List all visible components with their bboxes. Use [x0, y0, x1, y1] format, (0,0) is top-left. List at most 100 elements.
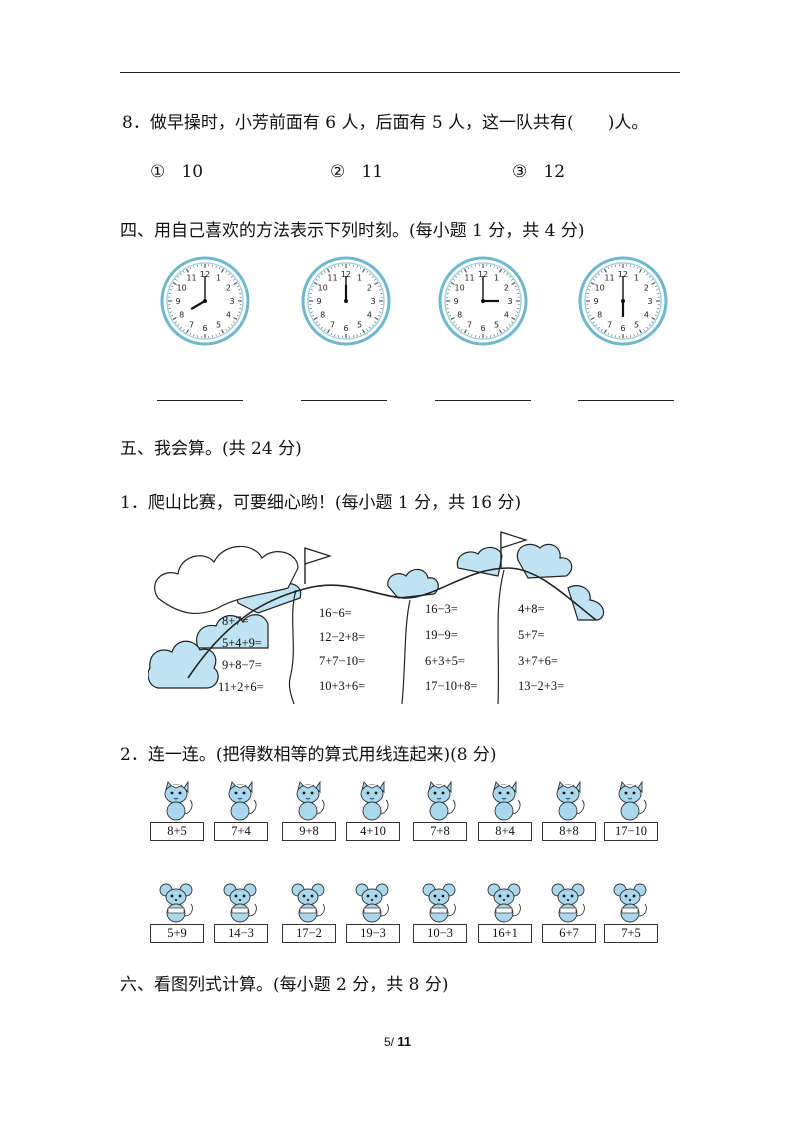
clock-tick: [220, 268, 225, 273]
clock-tick: [496, 332, 499, 335]
clock-tick: [633, 265, 635, 268]
clock-tick: [172, 281, 177, 286]
equation-c2-r3: 7+7−10=: [319, 654, 366, 668]
top-expression-card[interactable]: 4+10: [346, 822, 400, 841]
clock-tick: [511, 316, 516, 321]
equation-c2-r2: 12−2+8=: [319, 630, 366, 644]
clock-number: 4: [644, 311, 649, 320]
answer-blank-4[interactable]: [578, 400, 674, 401]
top-expression-card[interactable]: 7+8: [413, 822, 467, 841]
clock-number: 4: [367, 311, 372, 320]
clock-tick: [183, 270, 185, 273]
top-expression-card[interactable]: 7+4: [214, 822, 268, 841]
equation-c4-r4: 13−2+3=: [518, 679, 565, 693]
mountain-illustration: [147, 528, 610, 712]
option-1[interactable]: ① 10: [150, 162, 203, 182]
clock-tick: [511, 321, 514, 323]
clock-number: 4: [504, 311, 509, 320]
clock-tick: [312, 314, 315, 317]
clock-tick: [379, 289, 382, 291]
clock-tick: [366, 270, 368, 273]
page-current: 5/: [384, 1035, 395, 1049]
answer-blank-1[interactable]: [157, 400, 243, 401]
clock-tick: [356, 334, 358, 337]
clock-tick: [369, 326, 371, 329]
clock-tick: [238, 289, 241, 291]
clock-tick: [636, 267, 639, 270]
clock-number: 9: [316, 297, 321, 306]
option-3[interactable]: ③ 12: [512, 162, 565, 182]
section-5-title: 五、我会算。(共 24 分): [120, 439, 302, 459]
bottom-expression-card[interactable]: 5+9: [150, 924, 204, 943]
clock-number: 3: [507, 297, 512, 306]
equation-c4-r2: 5+7=: [518, 628, 545, 642]
clock-number: 2: [367, 284, 372, 293]
clock-tick: [374, 316, 379, 321]
clock-tick: [315, 321, 318, 323]
cat-icon: [220, 780, 260, 822]
clock-tick: [601, 270, 603, 273]
clock-tick: [228, 273, 230, 276]
bottom-expression-card[interactable]: 10−3: [413, 924, 467, 943]
bottom-expression-card[interactable]: 17−2: [282, 924, 336, 943]
clock-tick: [185, 268, 190, 273]
clock-number: 6: [202, 324, 207, 333]
clock-tick: [324, 329, 326, 332]
bottom-expression-card[interactable]: 6+7: [542, 924, 596, 943]
clock-tick: [592, 321, 595, 323]
top-expression-card[interactable]: 8+8: [542, 822, 596, 841]
clock-tick: [313, 316, 318, 321]
option-mark: ①: [150, 162, 166, 182]
clock-tick: [371, 276, 374, 278]
bottom-expression-card[interactable]: 14−3: [214, 924, 268, 943]
clock-tick: [230, 276, 233, 278]
clock-tick: [498, 268, 503, 273]
clock-tick: [356, 265, 358, 268]
clock-tick: [589, 314, 592, 317]
answer-blank-2[interactable]: [301, 400, 387, 401]
clock-tick: [310, 311, 313, 313]
equation-c1-r3: 9+8−7=: [222, 658, 262, 672]
clock-tick: [185, 329, 190, 334]
bottom-expression-card[interactable]: 19−3: [346, 924, 400, 943]
equation-c3-r3: 6+3+5=: [425, 654, 465, 668]
bottom-expression-card[interactable]: 16+1: [478, 924, 532, 943]
clock-tick: [310, 289, 313, 291]
clock-tick: [503, 270, 505, 273]
clock-tick: [366, 329, 368, 332]
clock-tick: [193, 265, 195, 268]
clock-tick: [467, 332, 470, 335]
cat-icon: [352, 780, 392, 822]
clock-tick: [215, 265, 217, 268]
clock-tick: [236, 314, 239, 317]
clock-number: 2: [226, 284, 231, 293]
clock-tick: [463, 268, 468, 273]
top-expression-card[interactable]: 8+4: [478, 822, 532, 841]
clock-tick: [374, 279, 377, 281]
question-1-title: 1．爬山比赛，可要细心哟！(每小题 1 分，共 16 分): [120, 493, 522, 513]
clock-tick: [218, 332, 221, 335]
clock-tick: [643, 329, 645, 332]
top-expression-card[interactable]: 17−10: [604, 822, 658, 841]
clock-number: 8: [179, 311, 184, 320]
clock-tick: [330, 267, 333, 270]
mouse-icon: [610, 882, 650, 924]
clock-tick: [493, 334, 495, 337]
clock-tick: [189, 332, 192, 335]
option-2[interactable]: ② 11: [330, 162, 383, 182]
clock-number: 8: [597, 311, 602, 320]
bottom-expression-card[interactable]: 7+5: [604, 924, 658, 943]
equation-c3-r4: 17−10+8=: [425, 679, 478, 693]
clock-tick: [369, 273, 371, 276]
clock-number: 5: [634, 320, 639, 329]
clock-tick: [447, 289, 450, 291]
top-expression-card[interactable]: 8+5: [150, 822, 204, 841]
clock-tick: [312, 285, 315, 288]
section-4-title: 四、用自己喜欢的方法表示下列时刻。(每小题 1 分，共 4 分): [120, 221, 585, 241]
clock-number: 2: [644, 284, 649, 293]
answer-blank-3[interactable]: [435, 400, 531, 401]
clock-tick: [326, 329, 331, 334]
top-expression-card[interactable]: 9+8: [282, 822, 336, 841]
clock-tick: [508, 324, 511, 326]
